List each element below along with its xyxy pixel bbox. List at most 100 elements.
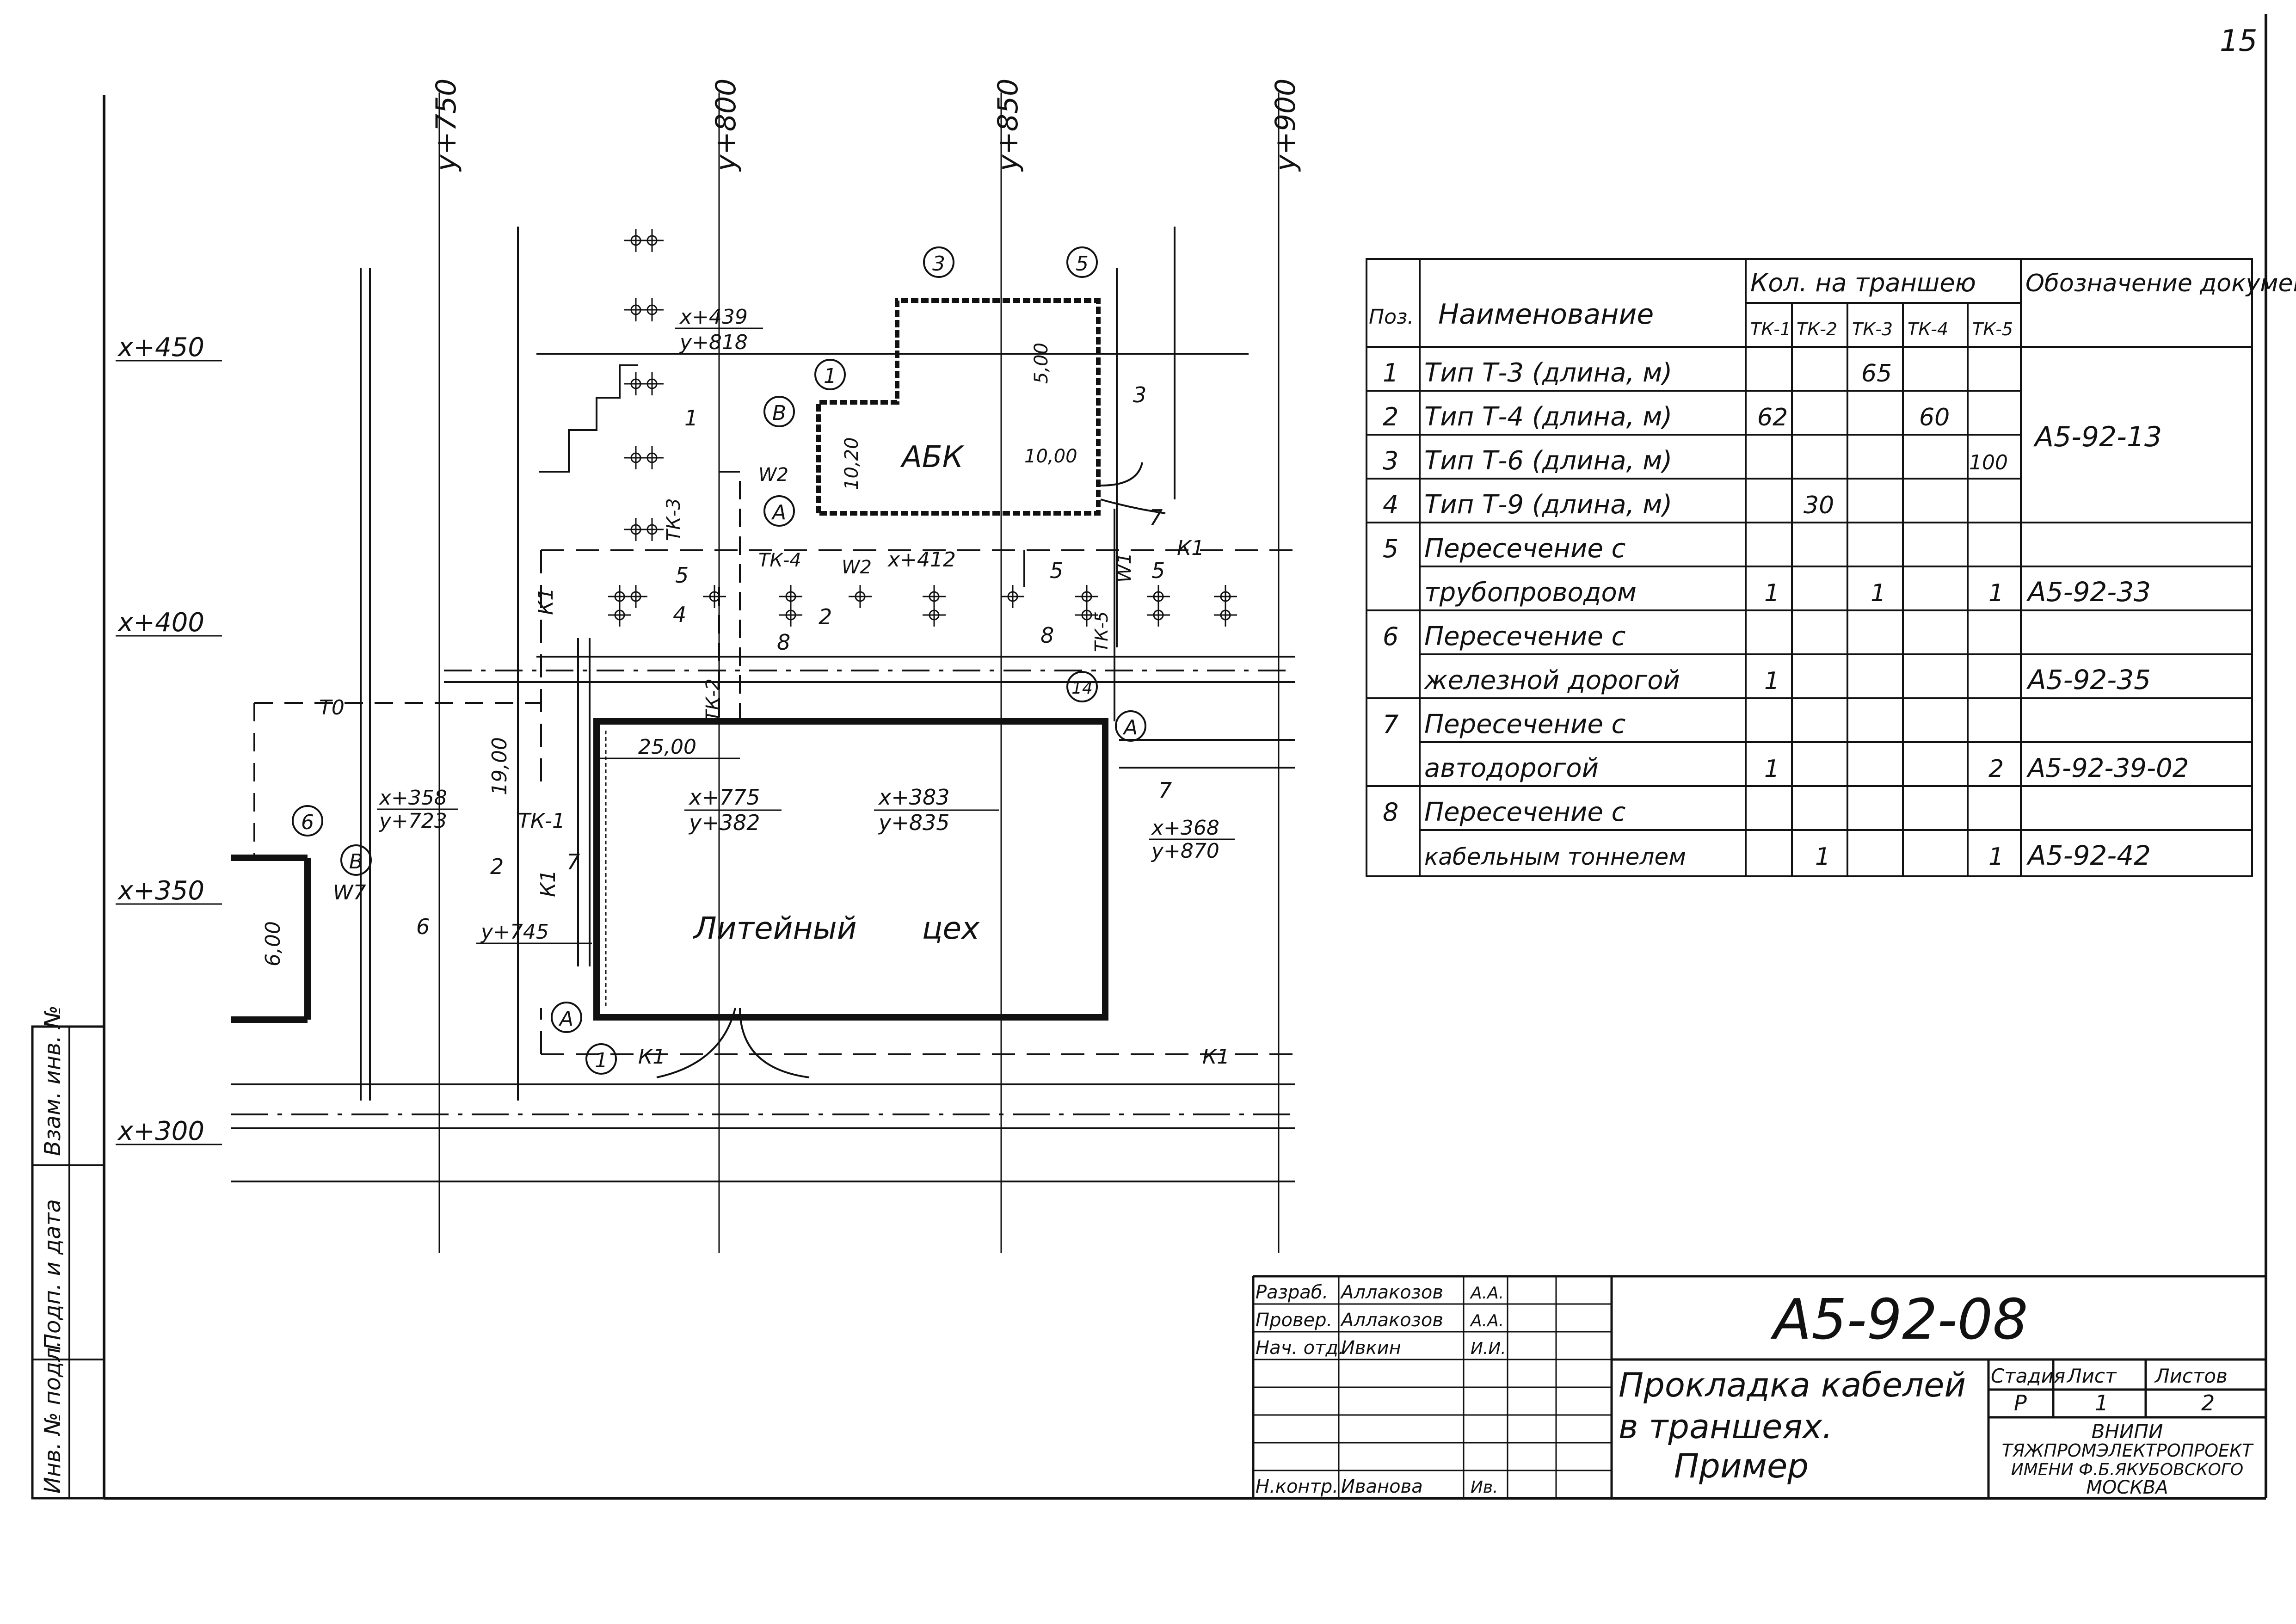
cell-qty: 1 — [1764, 667, 1779, 695]
cell-qty: 1 — [1764, 755, 1779, 783]
coord-x439: x+439 — [679, 305, 748, 329]
axis-label-x350: x+350 — [117, 876, 204, 906]
net-w1: W1 — [1114, 553, 1135, 583]
th-tk1: ТК-1 — [1750, 319, 1791, 339]
net-w7: W7 — [333, 881, 366, 904]
building-abk: АБК — [816, 298, 1101, 516]
page-number: 15 — [2220, 24, 2257, 58]
coord-x368: x+368 — [1151, 816, 1219, 840]
row-pos: 7 — [1383, 710, 1398, 739]
pos-8-a: 8 — [777, 630, 790, 655]
cell-qty: 65 — [1861, 360, 1892, 388]
th-pos: Поз. — [1369, 305, 1414, 329]
document-code: А5-92-08 — [1770, 1288, 2028, 1352]
marker-1-top: 1 — [824, 364, 837, 388]
cell-doc: А5-92-39-02 — [2026, 753, 2189, 783]
net-k1-right: К1 — [1177, 536, 1204, 560]
marker-b-top: В — [772, 401, 786, 425]
marker-a-bottom: А — [558, 1007, 573, 1031]
coord-y745: y+745 — [480, 920, 549, 944]
sheet-value: 1 — [2095, 1390, 2108, 1415]
row-name: Пересечение с — [1424, 797, 1626, 827]
row-name: Тип Т-9 (длина, м) — [1424, 490, 1672, 520]
marker-3: 3 — [932, 252, 945, 276]
row-name: Пересечение с — [1424, 621, 1626, 652]
grid-axes: y+750 y+800 y+850 y+900 x+450 x+400 x+35… — [116, 79, 1302, 1253]
pos-7-a: 7 — [1149, 505, 1163, 530]
cell-qty: 1 — [1815, 843, 1830, 871]
axis-label-y800: y+800 — [710, 79, 742, 172]
pos-3: 3 — [1133, 382, 1146, 407]
org-line-3: ИМЕНИ Ф.Б.ЯКУБОВСКОГО — [2011, 1460, 2243, 1479]
dim-600: 6,00 — [261, 921, 285, 966]
marker-1-bottom: 1 — [595, 1049, 608, 1072]
org-line-1: ВНИПИ — [2092, 1420, 2163, 1443]
side-stamp-replace: Взам. инв. № — [40, 1005, 66, 1156]
pos-2-left: 2 — [490, 854, 504, 879]
row-name: Тип Т-6 (длина, м) — [1424, 446, 1672, 476]
th-tk5: ТК-5 — [1972, 319, 2013, 339]
net-k1-bottom: К1 — [638, 1045, 665, 1069]
cell-qty: 1 — [1871, 579, 1886, 607]
cell-qty: 60 — [1919, 404, 1950, 431]
row-name: кабельным тоннелем — [1424, 843, 1686, 870]
merged-doc: А5-92-13 — [2033, 421, 2162, 453]
pos-7-b: 7 — [1158, 778, 1172, 803]
org-line-2: ТЯЖПРОМЭЛЕКТРОПРОЕКТ — [2002, 1440, 2254, 1461]
cell-qty: 1 — [1988, 843, 2004, 871]
marker-a-right: А — [1122, 716, 1138, 739]
sign-normcontrol: Ив. — [1471, 1478, 1498, 1497]
net-k1-left: К1 — [534, 588, 558, 615]
pos-5-a: 5 — [675, 563, 689, 588]
cell-doc: А5-92-35 — [2026, 664, 2151, 695]
coord-y870: y+870 — [1151, 839, 1219, 863]
title-line-2: в траншеях. — [1619, 1407, 1833, 1446]
pos-7-c: 7 — [566, 849, 580, 874]
marker-a-top: А — [771, 501, 786, 524]
stage-label: Стадия — [1991, 1365, 2065, 1387]
row-pos: 5 — [1383, 534, 1398, 563]
cell-qty: 1 — [1988, 579, 2004, 607]
axis-label-x450: x+450 — [117, 332, 204, 363]
marker-5: 5 — [1076, 252, 1089, 276]
name-head: Ивкин — [1341, 1337, 1401, 1359]
side-stamp-inv: Инв. № подл. — [40, 1341, 66, 1494]
th-qty: Кол. на траншею — [1750, 268, 1976, 297]
name-normcontrol: Иванова — [1341, 1476, 1423, 1497]
foundry-label: Литейный цех — [693, 910, 980, 946]
sign-check: А.А. — [1470, 1311, 1504, 1330]
th-name: Наименование — [1438, 298, 1654, 331]
net-w2-mid: W2 — [842, 557, 872, 578]
small-structure-left — [231, 855, 311, 1023]
trench-tk5: ТК-5 — [1091, 611, 1112, 652]
coord-y723: y+723 — [378, 809, 447, 833]
net-k1-bottom-right: К1 — [1202, 1045, 1230, 1069]
role-check: Провер. — [1256, 1310, 1332, 1331]
pos-4: 4 — [673, 602, 686, 627]
row-name: Тип Т-3 (длина, м) — [1424, 358, 1672, 388]
coord-x775: x+775 — [688, 785, 760, 810]
pos-2-mid: 2 — [819, 604, 832, 629]
row-name: Пересечение с — [1424, 534, 1626, 564]
org-line-4: МОСКВА — [2086, 1477, 2168, 1498]
cable-trenches — [253, 471, 1295, 1055]
cell-qty: 62 — [1757, 404, 1788, 431]
stage-value: Р — [2014, 1390, 2027, 1415]
title-block: Разраб. Аллакозов А.А. Провер. Аллакозов… — [1252, 1275, 2266, 1498]
net-w2-left: W2 — [758, 464, 788, 486]
th-tk3: ТК-3 — [1852, 319, 1893, 339]
cell-doc: А5-92-33 — [2026, 576, 2151, 608]
dim-2500: 25,00 — [638, 735, 696, 759]
row-pos: 4 — [1383, 490, 1398, 519]
row-name: автодорогой — [1424, 753, 1599, 783]
side-stamp: Инв. № подл. Подп. и дата Взам. инв. № — [31, 1005, 105, 1500]
abk-label: АБК — [900, 440, 965, 474]
pos-8-b: 8 — [1040, 623, 1054, 648]
sheets-label: Листов — [2154, 1365, 2228, 1387]
name-develop: Аллакозов — [1340, 1282, 1443, 1303]
name-check: Аллакозов — [1340, 1310, 1443, 1331]
pos-6: 6 — [416, 914, 430, 939]
title-line-1: Прокладка кабелей — [1619, 1366, 1966, 1404]
role-head: Нач. отд. — [1256, 1337, 1344, 1359]
